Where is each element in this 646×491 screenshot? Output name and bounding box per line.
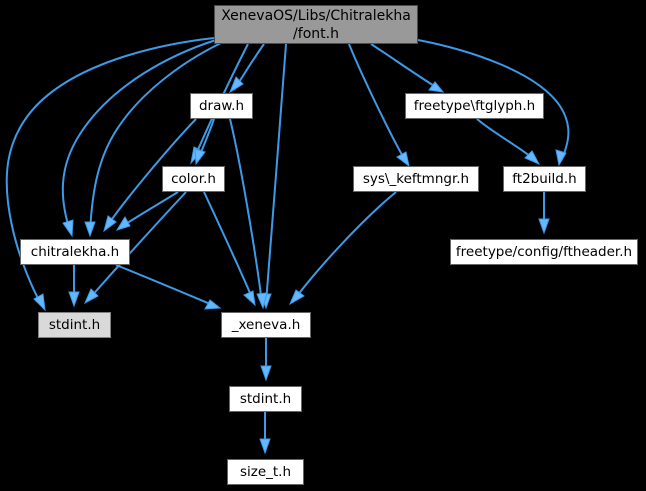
node-color-h[interactable]: color.h bbox=[162, 166, 225, 192]
edge-root-to-chitralekha-b bbox=[84, 42, 222, 238]
edge-ftglyph-to-ft2build bbox=[476, 118, 541, 166]
node-stdint-h-upper[interactable]: stdint.h bbox=[38, 312, 111, 338]
node-size-t-h[interactable]: size_t.h bbox=[227, 459, 304, 485]
node-freetype-config-ftheader-h[interactable]: freetype/config/ftheader.h bbox=[450, 239, 638, 265]
edge-root-to-ftglyph bbox=[370, 43, 445, 93]
edge-keftmngr-to-xeneva bbox=[288, 191, 397, 306]
edge-root-to-ft2build bbox=[417, 39, 570, 167]
edge-chitralekha-to-stdint1 bbox=[68, 265, 80, 308]
edge-ft2build-to-ftheader bbox=[538, 192, 550, 235]
node-chitralekha-h[interactable]: chitralekha.h bbox=[20, 239, 130, 265]
edge-color-to-stdint1 bbox=[83, 191, 187, 305]
node-draw-h[interactable]: draw.h bbox=[190, 93, 253, 119]
edge-root-to-chitralekha-a bbox=[61, 39, 217, 238]
edge-root-to-keftmngr bbox=[348, 43, 410, 168]
node-xeneva-h[interactable]: _xeneva.h bbox=[221, 312, 311, 338]
node-freetype-ftglyph-h[interactable]: freetype\ftglyph.h bbox=[405, 93, 544, 119]
node-stdint-h-lower[interactable]: stdint.h bbox=[229, 386, 302, 412]
edge-color-to-xeneva bbox=[203, 191, 256, 307]
edge-chitralekha-to-xeneva bbox=[115, 264, 222, 310]
node-sys-keftmngr-h[interactable]: sys\_keftmngr.h bbox=[353, 166, 479, 192]
edge-color-to-chitralekha bbox=[115, 191, 179, 231]
edge-draw-to-color bbox=[194, 118, 215, 166]
edge-draw-to-chitralekha bbox=[103, 118, 197, 233]
node-ft2build-h[interactable]: ft2build.h bbox=[503, 166, 586, 192]
node-root-font-h[interactable]: XenevaOS/Libs/Chitralekha /font.h bbox=[214, 5, 418, 44]
edge-root-to-draw bbox=[228, 43, 265, 94]
edge-draw-to-xeneva bbox=[229, 118, 268, 310]
edge-xeneva-to-stdint2 bbox=[260, 338, 272, 382]
edge-stdint2-to-sizet bbox=[259, 412, 271, 455]
edge-root-to-xeneva bbox=[260, 43, 287, 310]
